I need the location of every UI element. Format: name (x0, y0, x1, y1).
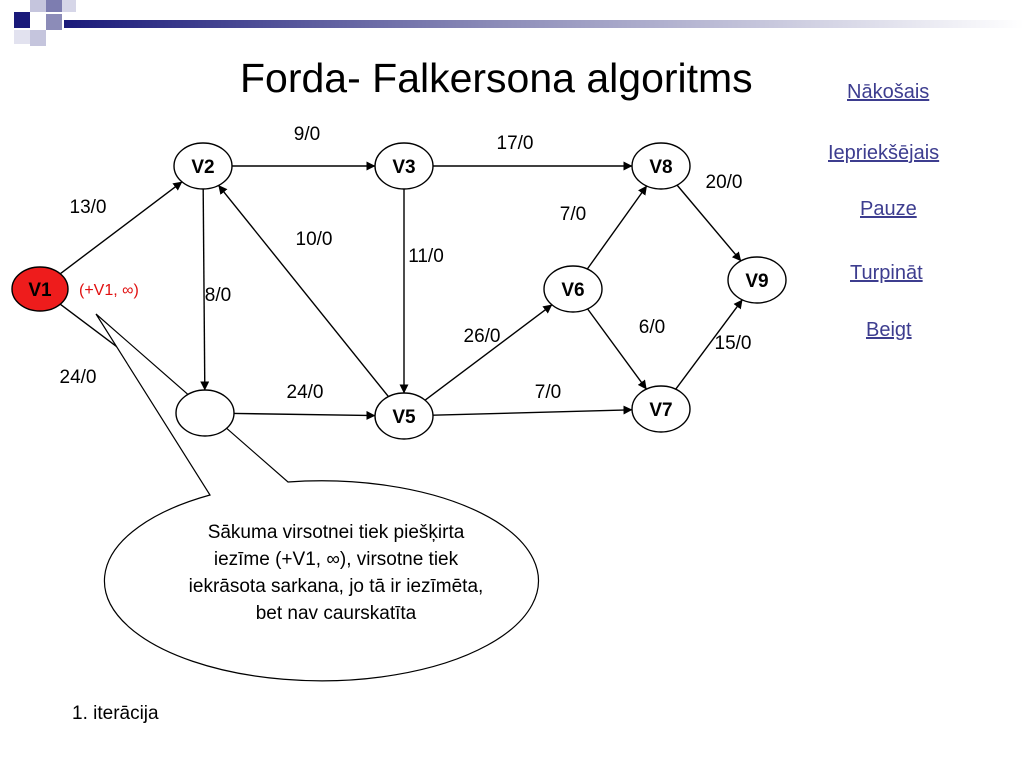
node-label: V3 (392, 157, 415, 178)
edge-v7-v9 (675, 299, 743, 390)
end-link[interactable]: Beigt (866, 319, 912, 341)
edge-v5-v6 (424, 304, 553, 401)
edge-label: 7/0 (535, 382, 561, 403)
decoration-square (14, 30, 30, 44)
edge-label: 13/0 (70, 197, 107, 218)
edge-v4-v5 (233, 410, 376, 420)
node-v3 (374, 142, 434, 190)
edge-label: 7/0 (560, 204, 586, 225)
continue-link[interactable]: Turpināt (850, 262, 923, 284)
decoration-square (62, 0, 76, 12)
decoration-square (30, 0, 46, 12)
edge-label: 15/0 (715, 333, 752, 354)
edge-label: 24/0 (287, 382, 324, 403)
edge-label: 20/0 (706, 172, 743, 193)
callout-bubble (95, 313, 540, 682)
edge-label: 10/0 (296, 229, 333, 250)
node-label: V8 (649, 157, 672, 178)
node-label: V9 (745, 271, 768, 292)
iteration-label: 1. iterācija (72, 703, 159, 724)
edge-v2-v4 (200, 188, 210, 391)
edge-v8-v9 (676, 184, 742, 262)
decoration-square (46, 14, 62, 30)
node-v8 (631, 142, 691, 190)
edge-v6-v7 (587, 308, 647, 390)
source-mark: (+V1, ∞) (79, 282, 139, 299)
edge-label: 8/0 (205, 285, 231, 306)
next-link[interactable]: Nākošais (847, 81, 930, 103)
edge-label: 6/0 (639, 317, 665, 338)
decoration-square (14, 12, 30, 28)
edge-v5-v7 (432, 405, 633, 416)
corner-decoration (14, 0, 1024, 46)
page-title: Forda- Falkersona algoritms (240, 55, 753, 101)
node-v2 (173, 142, 233, 190)
node-label: V2 (191, 157, 214, 178)
edge-label: 11/0 (408, 246, 444, 267)
previous-link[interactable]: Iepriekšējais (828, 142, 940, 164)
node-v7 (631, 385, 691, 433)
edge-v1-v2 (59, 181, 183, 275)
edge-label: 9/0 (294, 124, 320, 145)
edge-label: 24/0 (60, 367, 97, 388)
node-v1 (11, 266, 69, 312)
node-label: V7 (649, 400, 672, 421)
node-v9 (727, 256, 787, 304)
node-v6 (543, 265, 603, 313)
node-label: V1 (28, 280, 52, 301)
node-label: V5 (392, 407, 416, 428)
pause-link[interactable]: Pauze (860, 198, 917, 220)
decoration-bar (64, 20, 1024, 28)
decoration-square (46, 0, 62, 12)
edge-v5-v2 (218, 184, 389, 398)
node-label: V6 (561, 280, 584, 301)
callout-text: Sākuma virsotnei tiek piešķirta iezīme (… (188, 522, 484, 624)
node-v5 (374, 392, 434, 440)
edge-label: 17/0 (497, 133, 534, 154)
node-v4 (175, 389, 235, 437)
edge-v6-v8 (586, 185, 648, 270)
decoration-square (30, 30, 46, 46)
edge-label: 26/0 (464, 326, 501, 347)
